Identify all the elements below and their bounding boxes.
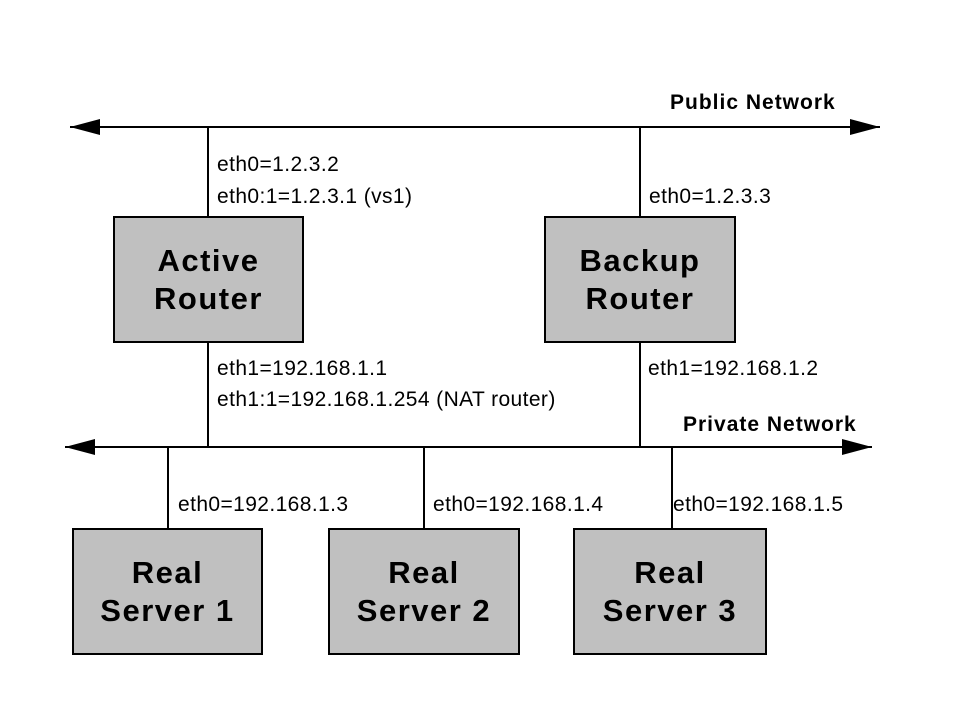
real-server-1-label-line2: Server 1 <box>100 592 235 628</box>
real-server-3-label: Real Server 3 <box>603 554 737 630</box>
connector-real-server-1-private <box>167 447 169 528</box>
real-server-3-label-line1: Real <box>634 554 706 590</box>
active-router-label-line1: Active <box>157 242 260 278</box>
label-active-router-eth0-alias: eth0:1=1.2.3.1 (vs1) <box>217 185 413 208</box>
active-router-box: Active Router <box>113 216 304 343</box>
label-active-router-eth0: eth0=1.2.3.2 <box>217 153 340 176</box>
label-real-server-3-eth0: eth0=192.168.1.5 <box>673 493 844 516</box>
label-active-router-eth1-alias: eth1:1=192.168.1.254 (NAT router) <box>217 388 556 411</box>
label-real-server-1-eth0: eth0=192.168.1.3 <box>178 493 349 516</box>
public-network-arrow-left-icon <box>70 119 100 135</box>
private-network-arrow-right-icon <box>842 439 872 455</box>
backup-router-label-line1: Backup <box>579 242 701 278</box>
real-server-2-label-line2: Server 2 <box>356 592 492 628</box>
connector-active-router-private <box>207 343 209 447</box>
connector-real-server-3-private <box>671 447 673 528</box>
label-backup-router-eth0: eth0=1.2.3.3 <box>649 185 772 208</box>
real-server-3-label-line2: Server 3 <box>602 592 738 628</box>
real-server-1-label: Real Server 1 <box>100 554 234 630</box>
connector-real-server-2-private <box>423 447 425 528</box>
active-router-label-line2: Router <box>154 280 263 316</box>
private-network-label: Private Network <box>683 413 857 436</box>
public-network-label: Public Network <box>670 91 836 114</box>
label-real-server-2-eth0: eth0=192.168.1.4 <box>433 493 604 516</box>
public-network-arrow-right-icon <box>850 119 880 135</box>
real-server-2-label-line1: Real <box>388 554 460 590</box>
label-backup-router-eth1: eth1=192.168.1.2 <box>648 357 819 380</box>
real-server-1-label-line1: Real <box>131 554 204 590</box>
backup-router-box: Backup Router <box>544 216 736 343</box>
connector-active-router-public <box>207 127 209 216</box>
real-server-1-box: Real Server 1 <box>72 528 263 655</box>
real-server-2-label: Real Server 2 <box>357 554 491 630</box>
label-active-router-eth1: eth1=192.168.1.1 <box>217 357 388 380</box>
connector-backup-router-private <box>639 343 641 447</box>
private-network-line <box>65 446 872 448</box>
backup-router-label: Backup Router <box>580 242 701 318</box>
public-network-line <box>70 126 880 128</box>
private-network-arrow-left-icon <box>65 439 95 455</box>
backup-router-label-line2: Router <box>585 280 695 316</box>
active-router-label: Active Router <box>154 242 263 318</box>
real-server-2-box: Real Server 2 <box>328 528 520 655</box>
real-server-3-box: Real Server 3 <box>573 528 767 655</box>
connector-backup-router-public <box>639 127 641 216</box>
